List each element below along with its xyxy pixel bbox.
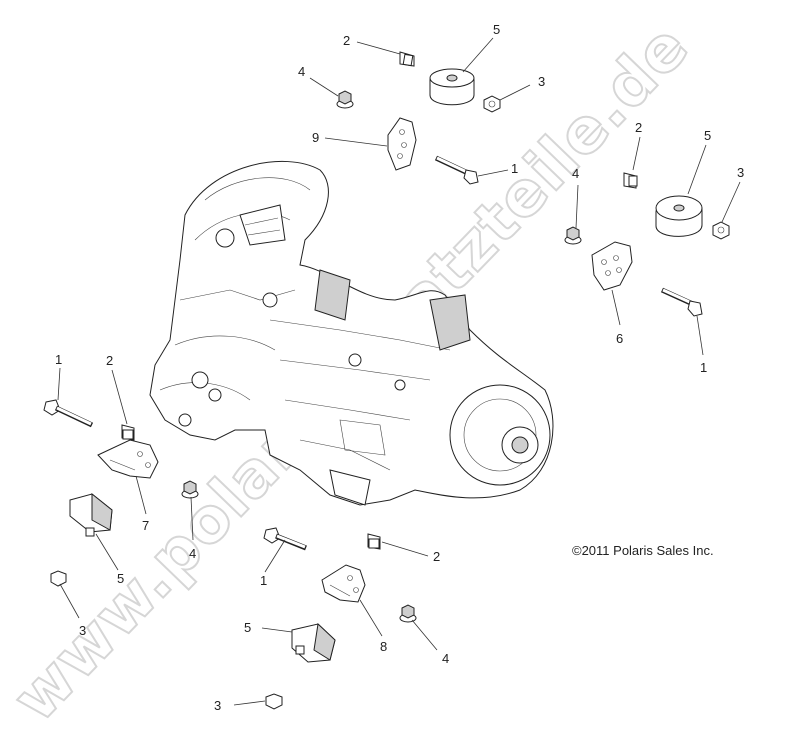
left-nut <box>50 570 67 587</box>
callout-right-bracket: 6 <box>616 331 623 346</box>
top-engine-mount <box>429 68 475 106</box>
callout-bottom-nut: 3 <box>214 698 221 713</box>
bottom-bolt <box>367 533 381 550</box>
top-flange-nut <box>336 90 354 109</box>
bottom-nut <box>265 693 283 710</box>
top-bolt <box>399 51 415 67</box>
callout-bottom-long-bolt: 1 <box>260 573 267 588</box>
callout-top-flange-nut: 4 <box>298 64 305 79</box>
callout-right-bolt: 2 <box>635 120 642 135</box>
bottom-flange-nut <box>399 604 417 623</box>
left-engine-mount <box>69 492 113 537</box>
left-bracket <box>97 439 159 479</box>
top-long-bolt <box>434 155 479 185</box>
bottom-engine-mount <box>291 622 336 663</box>
callout-right-long-bolt: 1 <box>700 360 707 375</box>
top-bracket <box>387 117 417 171</box>
right-bolt <box>623 172 638 189</box>
callout-left-flange-nut: 4 <box>189 546 196 561</box>
callout-right-flange-nut: 4 <box>572 166 579 181</box>
callout-left-nut: 3 <box>79 623 86 638</box>
bottom-bracket <box>321 564 366 603</box>
callout-top-long-bolt: 1 <box>511 161 518 176</box>
callout-left-bolt: 2 <box>106 353 113 368</box>
callout-left-mount: 5 <box>117 571 124 586</box>
right-nut <box>712 221 730 240</box>
right-engine-mount <box>655 195 703 237</box>
left-long-bolt <box>43 399 94 428</box>
left-flange-nut <box>181 480 199 499</box>
bottom-long-bolt <box>263 527 307 551</box>
callout-top-nut: 3 <box>538 74 545 89</box>
callout-left-bracket: 7 <box>142 518 149 533</box>
callout-top-bracket: 9 <box>312 130 319 145</box>
engine-transmission-assembly <box>149 160 554 506</box>
callout-top-mount: 5 <box>493 22 500 37</box>
top-nut <box>483 95 501 113</box>
left-bolt <box>121 424 135 441</box>
callout-right-nut: 3 <box>737 165 744 180</box>
callout-bottom-flange-nut: 4 <box>442 651 449 666</box>
callout-left-long-bolt: 1 <box>55 352 62 367</box>
callout-right-mount: 5 <box>704 128 711 143</box>
callout-bottom-mount: 5 <box>244 620 251 635</box>
right-long-bolt <box>660 287 703 317</box>
callout-bottom-bolt: 2 <box>433 549 440 564</box>
right-bracket <box>591 241 633 291</box>
copyright-notice: ©2011 Polaris Sales Inc. <box>572 543 714 558</box>
callout-top-bolt: 2 <box>343 33 350 48</box>
right-flange-nut <box>564 226 582 245</box>
callout-bottom-bracket: 8 <box>380 639 387 654</box>
